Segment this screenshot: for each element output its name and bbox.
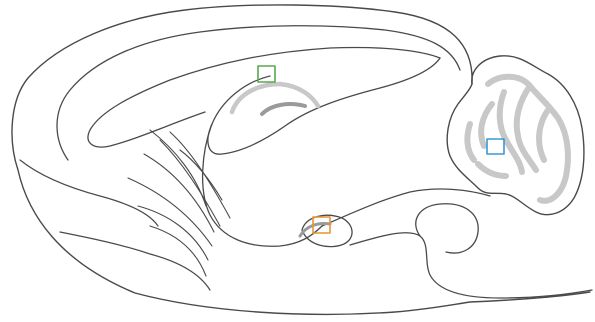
cortex-inner-line xyxy=(57,26,460,160)
hippocampus-dark-band xyxy=(262,104,305,114)
brain-outer-contour xyxy=(12,5,590,314)
cerebellum-folia xyxy=(467,77,568,201)
corpus-callosum xyxy=(88,47,440,147)
anterior-lower-line-2 xyxy=(60,232,210,290)
hippocampus-outer xyxy=(208,58,440,154)
striatum-fibers xyxy=(128,130,230,276)
marker-blue xyxy=(487,139,504,154)
hypothalamus-oval xyxy=(302,215,352,246)
marker-green xyxy=(258,66,275,82)
thalamus-boundary xyxy=(203,124,322,246)
brainstem-lower xyxy=(350,233,592,298)
anterior-lower-line xyxy=(20,160,158,226)
